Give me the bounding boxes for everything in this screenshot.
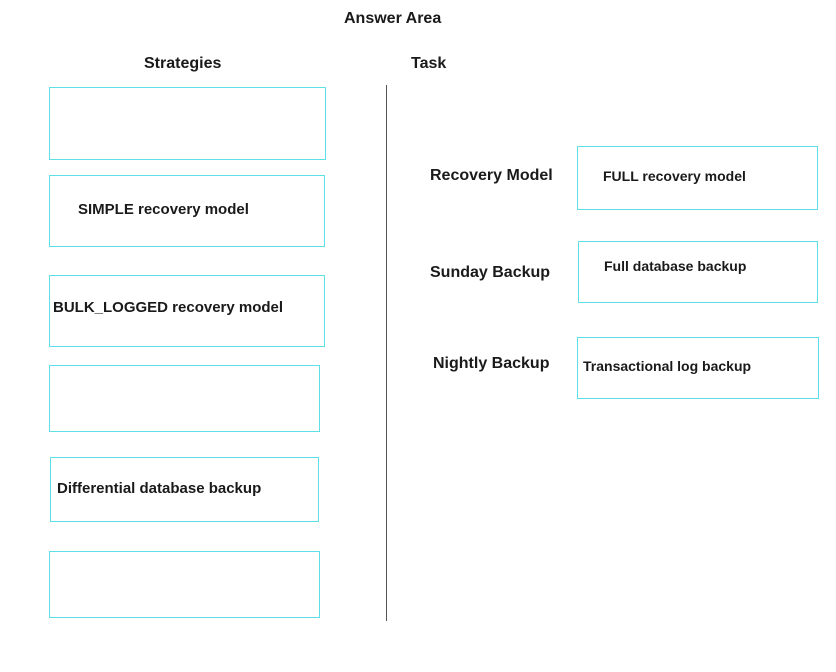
answer-area-title: Answer Area xyxy=(344,10,442,27)
column-divider xyxy=(386,85,387,621)
strategy-slot-empty-2[interactable] xyxy=(49,365,320,432)
strategy-label: Differential database backup xyxy=(57,479,262,497)
task-answer-slot-sunday-backup[interactable]: Full database backup xyxy=(578,241,818,303)
strategy-option-differential-database-backup[interactable]: Differential database backup xyxy=(50,457,319,522)
strategy-slot-empty-3[interactable] xyxy=(49,551,320,618)
strategy-option-bulk-logged-recovery-model[interactable]: BULK_LOGGED recovery model xyxy=(49,275,325,347)
task-label-nightly-backup: Nightly Backup xyxy=(433,355,550,372)
task-answer-text: Transactional log backup xyxy=(583,358,752,374)
strategy-slot-empty-1[interactable] xyxy=(49,87,326,160)
strategies-header: Strategies xyxy=(144,55,222,72)
task-label-recovery-model: Recovery Model xyxy=(430,167,553,184)
task-answer-text: Full database backup xyxy=(604,258,747,274)
task-label-sunday-backup: Sunday Backup xyxy=(430,264,551,281)
strategy-label: BULK_LOGGED recovery model xyxy=(53,298,284,316)
task-header: Task xyxy=(411,55,447,72)
task-answer-slot-recovery-model[interactable]: FULL recovery model xyxy=(577,146,818,210)
task-answer-text: FULL recovery model xyxy=(603,168,746,184)
strategy-option-simple-recovery-model[interactable]: SIMPLE recovery model xyxy=(49,175,325,247)
strategy-label: SIMPLE recovery model xyxy=(78,200,249,218)
task-answer-slot-nightly-backup[interactable]: Transactional log backup xyxy=(577,337,819,399)
